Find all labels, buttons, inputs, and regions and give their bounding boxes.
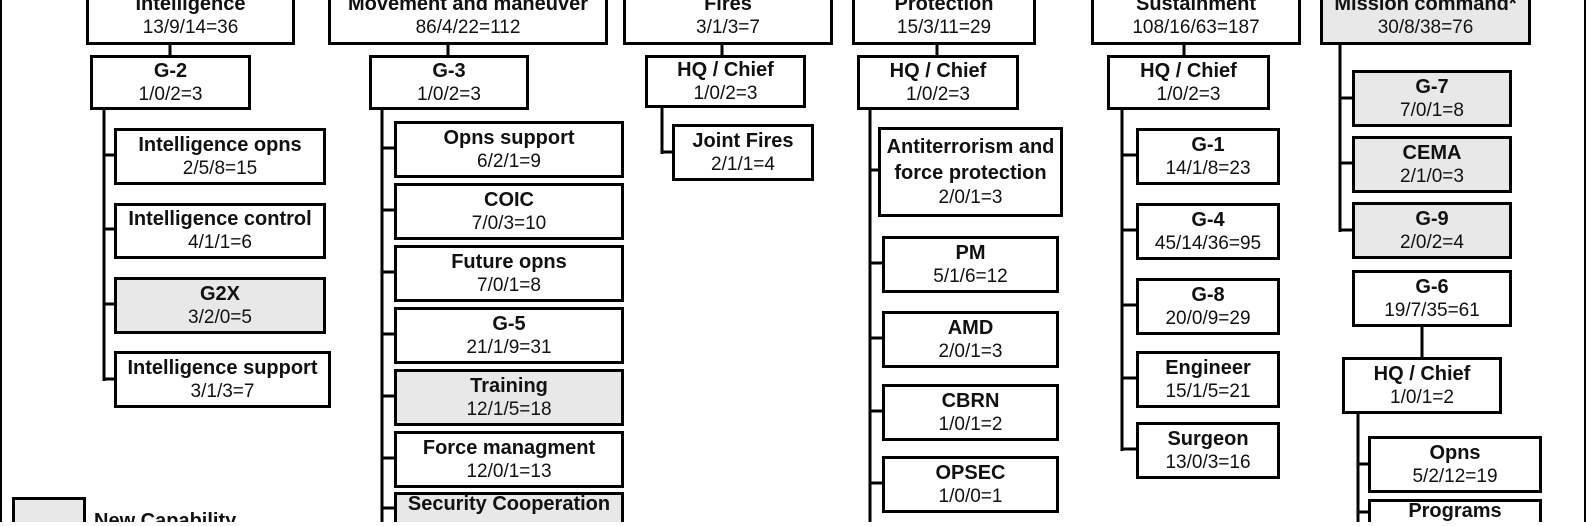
unit-programs: Programs bbox=[1368, 499, 1542, 522]
unit-opsec: OPSEC 1/0/0=1 bbox=[882, 456, 1059, 513]
unit-cbrn: CBRN 1/0/1=2 bbox=[882, 384, 1059, 441]
group-mission-command: Mission command* 30/8/38=76 bbox=[1320, 0, 1531, 45]
unit-joint-fires: Joint Fires 2/1/1=4 bbox=[672, 124, 814, 181]
group-title: Movement and maneuver bbox=[347, 0, 589, 15]
unit-coic: COIC 7/0/3=10 bbox=[394, 183, 624, 240]
group-value: 30/8/38=76 bbox=[1377, 17, 1474, 38]
unit-pm: PM 5/1/6=12 bbox=[882, 236, 1059, 293]
unit-antiterrorism-and-force-protection: Antiterrorism and force protection 2/0/1… bbox=[878, 127, 1063, 217]
unit-intelligence-control: Intelligence control 4/1/1=6 bbox=[114, 203, 326, 259]
group-value: 15/3/11=29 bbox=[896, 17, 992, 38]
unit-intelligence-opns: Intelligence opns 2/5/8=15 bbox=[114, 128, 326, 185]
legend-swatch bbox=[12, 497, 86, 522]
group-title: Protection bbox=[894, 0, 994, 15]
unit-mission-command-hq-chief: HQ / Chief 1/0/1=2 bbox=[1342, 357, 1502, 414]
unit-fires-hq-chief: HQ / Chief 1/0/2=3 bbox=[645, 55, 806, 108]
group-value: 13/9/14=36 bbox=[142, 17, 239, 38]
unit-opns: Opns 5/2/12=19 bbox=[1368, 436, 1542, 493]
legend-label: New Capability bbox=[94, 510, 237, 522]
unit-g3: G-3 1/0/2=3 bbox=[369, 55, 529, 110]
unit-g8: G-8 20/0/9=29 bbox=[1136, 278, 1280, 335]
unit-opns-support: Opns support 6/2/1=9 bbox=[394, 121, 624, 178]
group-protection: Protection 15/3/11=29 bbox=[852, 0, 1036, 45]
group-value: 108/16/63=187 bbox=[1132, 17, 1260, 38]
unit-g1: G-1 14/1/8=23 bbox=[1136, 128, 1280, 185]
unit-g4: G-4 45/14/36=95 bbox=[1136, 203, 1280, 260]
group-fires: Fires 3/1/3=7 bbox=[623, 0, 833, 45]
group-title: Mission command* bbox=[1334, 0, 1517, 15]
unit-intelligence-support: Intelligence support 3/1/3=7 bbox=[114, 351, 331, 408]
unit-security-cooperation: Security Cooperation bbox=[394, 492, 624, 522]
unit-amd: AMD 2/0/1=3 bbox=[882, 311, 1059, 368]
unit-protection-hq-chief: HQ / Chief 1/0/2=3 bbox=[857, 55, 1019, 110]
group-value: 3/1/3=7 bbox=[696, 17, 760, 38]
unit-force-managment: Force managment 12/0/1=13 bbox=[394, 431, 624, 488]
group-sustainment: Sustainment 108/16/63=187 bbox=[1091, 0, 1301, 45]
unit-sustainment-hq-chief: HQ / Chief 1/0/2=3 bbox=[1107, 55, 1270, 110]
unit-cema: CEMA 2/1/0=3 bbox=[1352, 136, 1512, 193]
group-movement-and-maneuver: Movement and maneuver 86/4/22=112 bbox=[328, 0, 608, 45]
unit-training: Training 12/1/5=18 bbox=[394, 369, 624, 426]
unit-g6: G-6 19/7/35=61 bbox=[1352, 270, 1512, 327]
unit-g5: G-5 21/1/9=31 bbox=[394, 307, 624, 364]
group-title: Fires bbox=[704, 0, 752, 15]
unit-engineer: Engineer 15/1/5=21 bbox=[1136, 351, 1280, 408]
unit-g7: G-7 7/0/1=8 bbox=[1352, 70, 1512, 127]
unit-g2: G-2 1/0/2=3 bbox=[90, 55, 251, 110]
unit-g2x: G2X 3/2/0=5 bbox=[114, 277, 326, 334]
group-value: 86/4/22=112 bbox=[415, 17, 521, 38]
group-intelligence: Intelligence 13/9/14=36 bbox=[86, 0, 295, 45]
unit-g9: G-9 2/0/2=4 bbox=[1352, 202, 1512, 259]
group-title: Sustainment bbox=[1135, 0, 1257, 15]
unit-surgeon: Surgeon 13/0/3=16 bbox=[1136, 422, 1280, 479]
group-title: Intelligence bbox=[135, 0, 246, 15]
unit-future-opns: Future opns 7/0/1=8 bbox=[394, 245, 624, 302]
